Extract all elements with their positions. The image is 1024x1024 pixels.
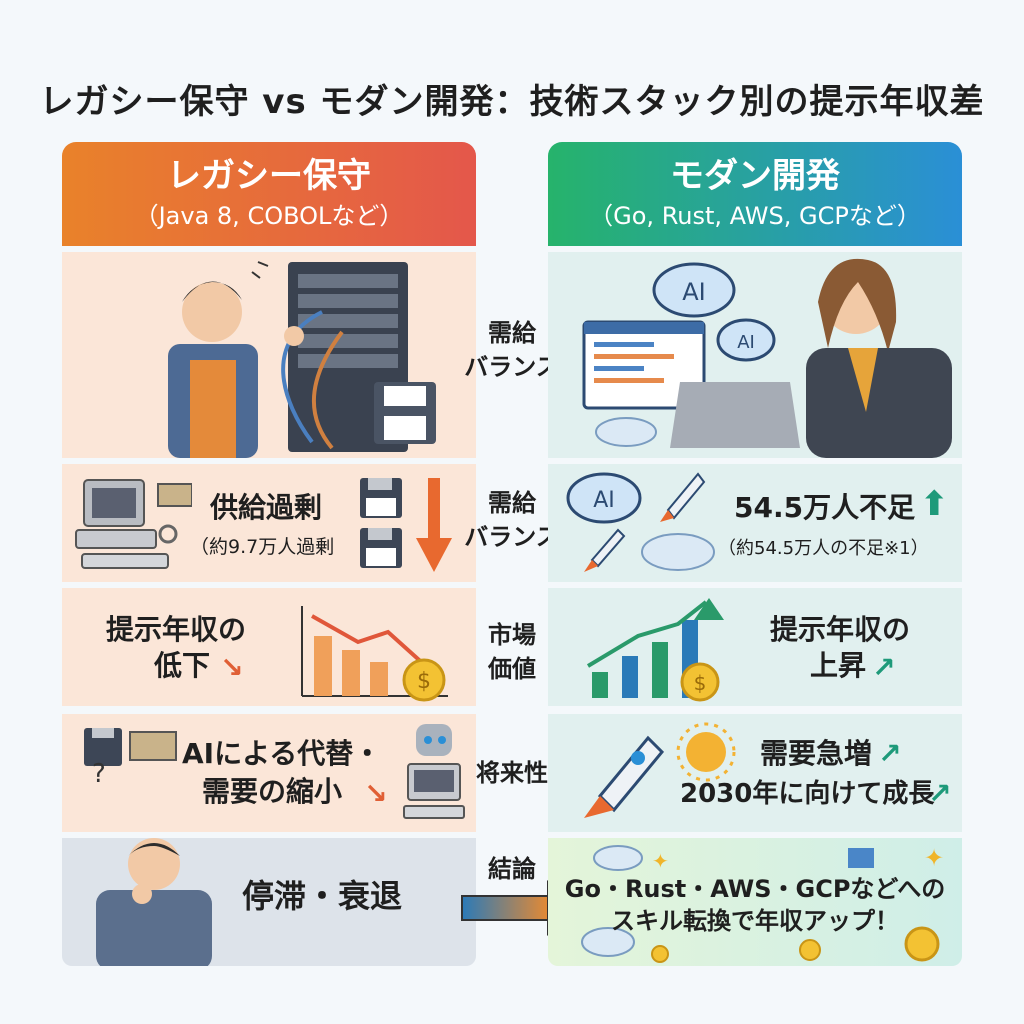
modern-header-subtitle: （Go, Rust, AWS, GCPなど） <box>589 202 921 230</box>
floppy-and-tape-icon: ? <box>84 728 177 784</box>
modern-conclusion-row: ✦ ✦ Go・Rust・AWS・GCPなどへの スキル転換で年収アップ！ <box>548 838 962 966</box>
legacy-header-subtitle: （Java 8, COBOLなど） <box>134 202 404 230</box>
server-maintenance-illustration <box>168 261 436 458</box>
supply-surplus-title: 供給過剰 <box>210 491 323 524</box>
salary-rise-line1: 提示年収の <box>770 613 911 646</box>
modern-future-row: 需要急増 ↗ 2030年に向けて成長 ↗ <box>548 714 962 832</box>
svg-text:$: $ <box>417 669 431 694</box>
criteria-label-conclusion-text: 結論 <box>488 855 536 883</box>
svg-text:$: $ <box>694 671 707 695</box>
ai-replacement-line1: AIによる代替・ <box>182 737 382 770</box>
demand-surge-label: 需要急増 <box>760 737 873 770</box>
small-down-arrow-icon: ↘ <box>220 651 244 684</box>
legacy-supply-row: 供給過剰 （約9.7万人過剰 <box>62 464 476 582</box>
modern-header: モダン開発 （Go, Rust, AWS, GCPなど） <box>548 142 962 246</box>
small-down-arrow-icon: ↘ <box>364 777 388 810</box>
floppy-disk-icon <box>360 478 402 568</box>
criteria-label-market-value: 市場 価値 <box>456 618 568 686</box>
modern-illustration-row: AI AI <box>548 252 962 458</box>
salary-decline-line2: 低下 <box>154 649 211 682</box>
growth-2030-label: 2030年に向けて成長 <box>680 779 935 809</box>
ai-cloud-label: AI <box>593 488 615 513</box>
small-up-arrow-icon: ↗ <box>872 651 896 684</box>
small-up-arrow-icon: ↗ <box>878 737 902 770</box>
modern-header-title: モダン開発 <box>670 156 840 196</box>
criteria-label-balance-1-text: 需給 バランス <box>464 319 560 381</box>
svg-text:✦: ✦ <box>924 844 944 872</box>
criteria-label-balance-1: 需給 バランス <box>456 316 568 384</box>
criteria-label-conclusion: 結論 <box>456 852 568 886</box>
criteria-label-market-value-text: 市場 価値 <box>488 621 536 683</box>
legacy-salary-row: 提示年収の 低下 ↘ $ <box>62 588 476 706</box>
small-up-arrow-icon: ↗ <box>928 777 952 810</box>
shortage-note: （約54.5万人の不足※1） <box>718 538 929 559</box>
legacy-future-row: ? AIによる代替・ 需要の縮小 ↘ <box>62 714 476 832</box>
criteria-label-future: 将来性 <box>456 756 568 790</box>
declining-bar-chart-icon: $ <box>301 606 448 702</box>
reskill-conclusion-line2: スキル転換で年収アップ！ <box>611 907 899 935</box>
stagnation-label: 停滞・衰退 <box>242 877 403 915</box>
modern-salary-row: $ 提示年収の 上昇 ↗ <box>548 588 962 706</box>
salary-rise-line2: 上昇 <box>810 649 867 682</box>
salary-decline-line1: 提示年収の <box>106 613 247 646</box>
modern-shortage-row: AI 54.5万人不足 ⬆ （約54.5万人の不足※1） <box>548 464 962 582</box>
legacy-header: レガシー保守 （Java 8, COBOLなど） <box>62 142 476 246</box>
ai-replacement-line2: 需要の縮小 <box>202 775 343 808</box>
svg-text:✦: ✦ <box>652 849 669 873</box>
svg-text:?: ? <box>92 759 106 784</box>
robot-computer-icon <box>403 724 465 819</box>
old-computer-icon <box>75 479 192 569</box>
up-arrow-icon: ⬆ <box>920 484 949 524</box>
criteria-label-balance-2: 需給 バランス <box>456 486 568 554</box>
reskill-conclusion-line1: Go・Rust・AWS・GCPなどへの <box>564 875 946 903</box>
ai-cloud-label: AI <box>682 278 706 306</box>
page-title: レガシー保守 vs モダン開発：技術スタック別の提示年収差 <box>39 82 985 122</box>
down-arrow-icon <box>416 478 452 572</box>
legacy-header-title: レガシー保守 <box>167 156 371 196</box>
sparkle-coin-decoration: ✦ ✦ <box>581 844 944 963</box>
legacy-column: レガシー保守 （Java 8, COBOLなど） <box>62 142 476 972</box>
cloud-developer-illustration: AI AI <box>582 258 952 458</box>
shortage-title: 54.5万人不足 <box>734 491 916 524</box>
supply-surplus-note: （約9.7万人過剰 <box>190 536 335 558</box>
legacy-conclusion-row: 停滞・衰退 <box>62 838 476 966</box>
ai-cloud-small-label: AI <box>737 332 755 353</box>
modern-column: モダン開発 （Go, Rust, AWS, GCPなど） AI AI AI <box>548 142 962 972</box>
legacy-illustration-row <box>62 252 476 458</box>
cloud-rocket-icons: AI <box>566 472 715 572</box>
criteria-label-balance-2-text: 需給 バランス <box>464 489 560 551</box>
rising-bar-chart-icon: $ <box>586 598 724 702</box>
worried-engineer-illustration <box>96 838 212 966</box>
rocket-sun-icons <box>584 722 736 818</box>
criteria-label-future-text: 将来性 <box>476 759 548 787</box>
